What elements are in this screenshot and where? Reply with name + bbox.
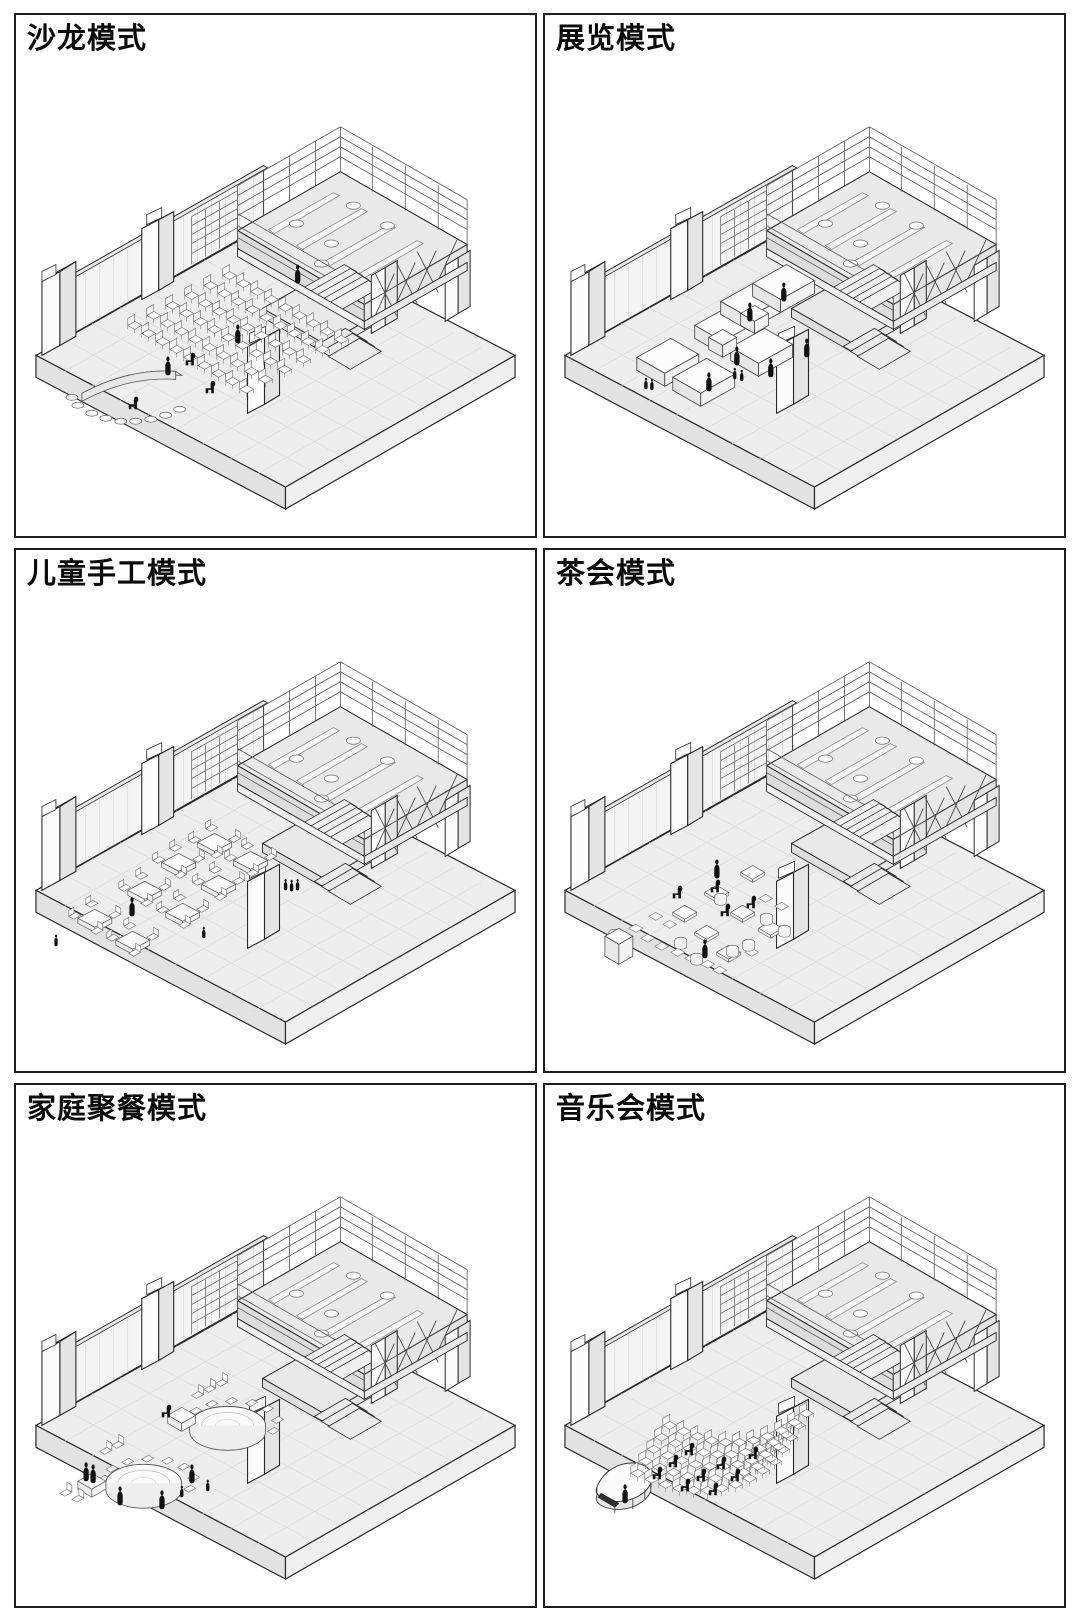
grand-piano	[595, 1462, 653, 1514]
salon-bar-counter	[65, 370, 187, 425]
panel-title-concert: 音乐会模式	[556, 1091, 707, 1125]
scene-tea-party	[545, 550, 1064, 1071]
scene-children-craft	[16, 550, 535, 1071]
tea-side-unit	[604, 927, 634, 965]
scene-exhibition	[545, 15, 1064, 536]
panel-title-tea-party: 茶会模式	[556, 556, 677, 590]
exhibition-plinths	[707, 304, 770, 359]
scene-salon	[16, 15, 535, 536]
panel-title-family-dining: 家庭聚餐模式	[27, 1091, 208, 1125]
scene-concert	[545, 1085, 1064, 1606]
panel-tea-party[interactable]: 茶会模式	[543, 548, 1066, 1073]
panel-title-exhibition: 展览模式	[556, 21, 677, 55]
panel-title-children-craft: 儿童手工模式	[27, 556, 208, 590]
panel-children-craft[interactable]: 儿童手工模式	[14, 548, 537, 1073]
panel-exhibition[interactable]: 展览模式	[543, 13, 1066, 538]
panel-salon[interactable]: 沙龙模式	[14, 13, 537, 538]
panel-family-dining[interactable]: 家庭聚餐模式	[14, 1083, 537, 1608]
panel-concert[interactable]: 音乐会模式	[543, 1083, 1066, 1608]
panel-title-salon: 沙龙模式	[27, 21, 148, 55]
panel-grid: 沙龙模式	[14, 13, 1066, 1608]
scene-family-dining	[16, 1085, 535, 1606]
